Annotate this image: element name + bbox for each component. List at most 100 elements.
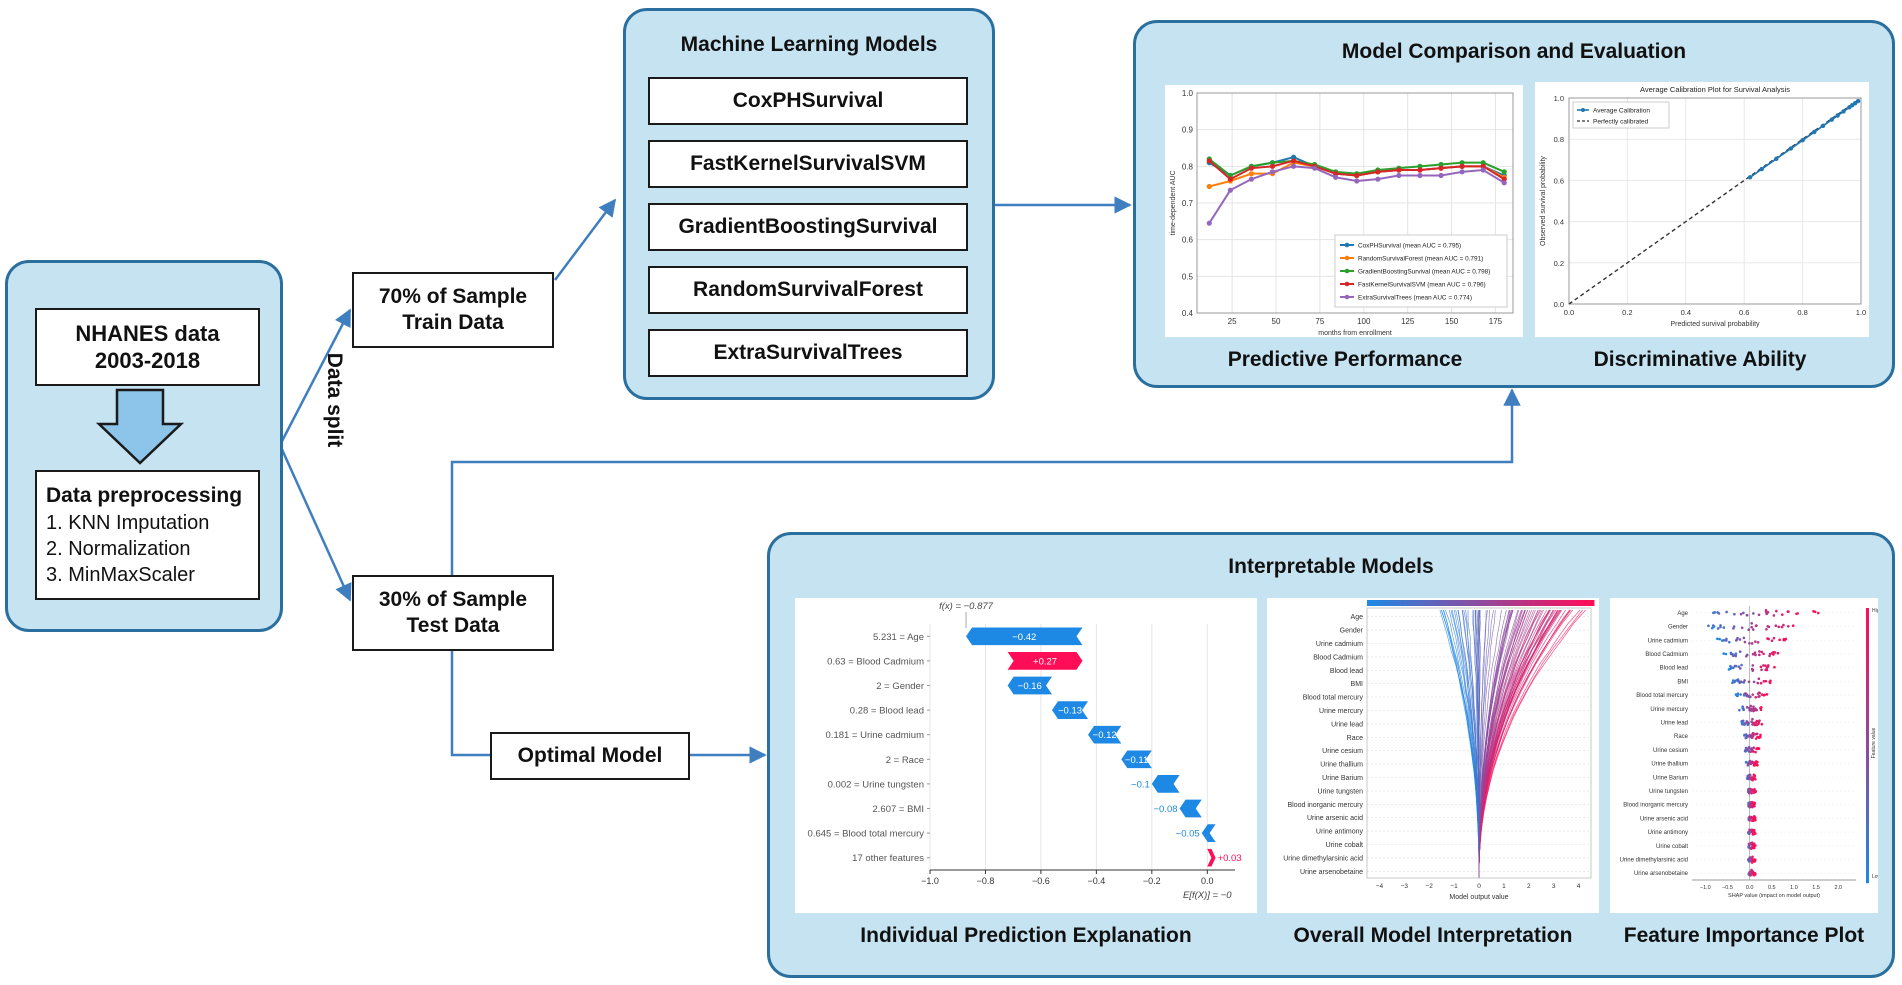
beeswarm-point xyxy=(1757,722,1760,725)
beeswarm-point xyxy=(1757,677,1761,681)
auc-point xyxy=(1206,158,1212,164)
beeswarm-colorbar-segment xyxy=(1866,722,1869,728)
auc-point xyxy=(1501,176,1507,182)
predictive-performance-caption: Predictive Performance xyxy=(1227,348,1463,371)
decision-colorbar-segment xyxy=(1392,600,1396,606)
auc-legend-marker xyxy=(1344,268,1350,274)
beeswarm-point xyxy=(1757,747,1761,750)
beeswarm-colorbar-segment xyxy=(1866,653,1869,659)
beeswarm-point xyxy=(1728,640,1731,644)
decision-colorbar-segment xyxy=(1531,600,1535,606)
beeswarm-point xyxy=(1762,664,1765,667)
decision-colorbar-segment xyxy=(1565,600,1569,606)
decision-colorbar-segment xyxy=(1520,600,1524,606)
train-line2: Train Data xyxy=(402,311,504,334)
waterfall-feature-label: 0.645 = Blood total mercury xyxy=(808,829,925,840)
decision-colorbar-segment xyxy=(1483,600,1487,606)
auc-point xyxy=(1459,169,1465,175)
beeswarm-colorbar-segment xyxy=(1866,681,1869,687)
beeswarm-xtick-label: 0.0 xyxy=(1746,885,1754,891)
beeswarm-point xyxy=(1725,610,1728,614)
beeswarm-point xyxy=(1774,624,1778,627)
auc-point xyxy=(1480,160,1486,166)
beeswarm-colorbar-segment xyxy=(1866,855,1869,861)
decision-xtick-label: 3 xyxy=(1552,883,1556,890)
beeswarm-feature-label: Urine arsenobetaine xyxy=(1634,871,1689,877)
beeswarm-xtick-label: 1.0 xyxy=(1790,885,1798,891)
beeswarm-point xyxy=(1754,721,1758,724)
auc-point xyxy=(1501,169,1507,175)
cal-plot-frame xyxy=(1568,97,1862,305)
cal-xtick-label: 0.8 xyxy=(1797,308,1807,317)
beeswarm-point xyxy=(1758,653,1761,657)
beeswarm-point xyxy=(1738,708,1741,712)
decision-feature-label: Urine cesium xyxy=(1322,748,1363,755)
beeswarm-point xyxy=(1732,627,1735,630)
decision-colorbar-segment xyxy=(1508,600,1513,606)
beeswarm-colorbar-segment xyxy=(1866,759,1869,765)
ml-models-title: Machine Learning Models xyxy=(680,33,938,56)
beeswarm-point xyxy=(1748,801,1751,804)
beeswarm-point xyxy=(1743,640,1747,644)
waterfall-xtick-label: −0.8 xyxy=(977,876,995,886)
waterfall-bar xyxy=(1007,676,1052,695)
calibration-point xyxy=(1800,138,1805,143)
beeswarm-point xyxy=(1742,611,1745,615)
waterfall-feature-label: 17 other features xyxy=(852,853,924,864)
beeswarm-point xyxy=(1775,609,1778,613)
auc-legend-entry: ExtraSurvivalTrees (mean AUC = 0.774) xyxy=(1358,295,1472,302)
arrow-to-train xyxy=(278,308,352,446)
decision-colorbar-segment xyxy=(1542,600,1547,606)
auc-point xyxy=(1269,169,1276,175)
calibration-point xyxy=(1774,156,1779,161)
beeswarm-point xyxy=(1786,625,1790,628)
beeswarm-colorbar-segment xyxy=(1866,644,1869,650)
beeswarm-point xyxy=(1748,828,1752,832)
beeswarm-point xyxy=(1752,680,1756,684)
decision-colorbar-segment xyxy=(1398,600,1402,606)
auc-legend-entry: GradientBoostingSurvival (mean AUC = 0.7… xyxy=(1358,269,1490,276)
waterfall-value-label: −0.42 xyxy=(1012,632,1036,643)
decision-colorbar-segment xyxy=(1522,600,1527,606)
decision-colorbar-segment xyxy=(1480,600,1484,606)
beeswarm-feature-label: Urine cobalt xyxy=(1656,844,1688,850)
auc-legend-entry: CoxPHSurvival (mean AUC = 0.795) xyxy=(1358,243,1461,250)
beeswarm-colorbar-segment xyxy=(1866,740,1869,746)
beeswarm-colorbar-segment xyxy=(1866,630,1869,637)
beeswarm-colorbar-segment xyxy=(1866,699,1869,705)
auc-legend-entry: RandomSurvivalForest (mean AUC = 0.791) xyxy=(1358,256,1483,263)
beeswarm-point xyxy=(1745,734,1748,738)
cal-legend-entry: Average Calibration xyxy=(1593,108,1650,115)
decision-feature-label: Urine antimony xyxy=(1316,829,1364,836)
beeswarm-point xyxy=(1744,736,1748,740)
decision-colorbar-segment xyxy=(1418,600,1422,606)
beeswarm-point xyxy=(1752,814,1756,818)
beeswarm-point xyxy=(1753,804,1756,808)
individual-explanation-caption: Individual Prediction Explanation xyxy=(860,924,1192,947)
decision-path xyxy=(1478,609,1535,879)
beeswarm-point xyxy=(1755,723,1759,727)
beeswarm-point xyxy=(1738,667,1742,670)
beeswarm-point xyxy=(1750,625,1753,629)
beeswarm-point xyxy=(1739,693,1742,696)
comparison-title: Model Comparison and Evaluation xyxy=(1341,40,1687,63)
waterfall-feature-label: 2 = Race xyxy=(886,755,924,766)
beeswarm-point xyxy=(1735,694,1739,698)
calibration-point xyxy=(1835,113,1840,118)
decision-feature-label: Blood inorganic mercury xyxy=(1288,802,1364,809)
beeswarm-xtick-label: 1.5 xyxy=(1812,885,1820,891)
beeswarm-point xyxy=(1754,777,1757,781)
arrow-test-to-optimal xyxy=(450,642,490,757)
decision-colorbar-segment xyxy=(1486,600,1490,606)
auc-point xyxy=(1333,171,1339,177)
beeswarm-point xyxy=(1768,680,1772,684)
waterfall-feature-label: 0.181 = Urine cadmium xyxy=(826,730,925,741)
beeswarm-point xyxy=(1744,654,1748,658)
beeswarm-point xyxy=(1741,719,1745,723)
calibration-point xyxy=(1820,123,1826,129)
beeswarm-point xyxy=(1746,720,1749,724)
beeswarm-point xyxy=(1753,764,1756,767)
beeswarm-point xyxy=(1753,873,1756,877)
decision-feature-label: Urine cadmium xyxy=(1316,641,1363,648)
beeswarm-colorbar-segment xyxy=(1866,827,1869,833)
